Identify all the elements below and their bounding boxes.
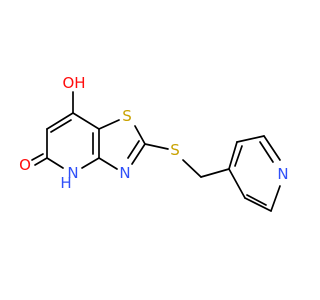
atom-n-thiazole: N [119, 164, 130, 182]
atom-s-ring: S [122, 107, 132, 125]
bond-c5-n4 [46, 157, 64, 169]
bond-py-4 [270, 185, 281, 212]
bond-py-5-inner [246, 194, 267, 206]
bond-ch2-py [200, 168, 230, 178]
bond-c2-n3-inner [127, 140, 140, 159]
bond-slink-ch2 [182, 159, 202, 178]
bond-s1-c2 [134, 125, 146, 145]
atom-s-link: S [170, 141, 180, 159]
bonds [31, 91, 281, 212]
bond-c7-c6-inner [50, 119, 72, 133]
atom-oh: OH [62, 74, 85, 92]
bond-c2-slink [144, 143, 169, 150]
atom-n-h: N [67, 164, 78, 182]
bond-py-2 [236, 135, 265, 143]
molecule-canvas: OH S S N N H O N [19, 74, 289, 212]
bond-c7a-s1 [98, 119, 120, 130]
bond-c5-o [34, 157, 48, 166]
atom-h: H [60, 174, 71, 192]
bond-c7a-c7 [72, 112, 100, 130]
atom-n-pyridine: N [277, 165, 288, 183]
bond-py-3 [263, 135, 281, 161]
bond-c7-c6 [46, 112, 74, 130]
bond-py-3-inner [259, 141, 274, 163]
bond-py-1-inner [234, 145, 243, 167]
bond-py-5 [244, 197, 272, 212]
bond-py-6 [228, 168, 246, 199]
structure-diagram: OH S S N N H O N [19, 74, 289, 212]
bond-n3-c3a [98, 157, 118, 170]
atom-labels: OH S S N N H O N [19, 74, 289, 192]
bond-py-1 [228, 141, 238, 170]
bond-c5-o-2 [31, 153, 44, 161]
bond-n4-c3a [81, 157, 100, 169]
atom-o-carbonyl: O [19, 156, 31, 174]
bond-c2-n3 [131, 143, 146, 165]
